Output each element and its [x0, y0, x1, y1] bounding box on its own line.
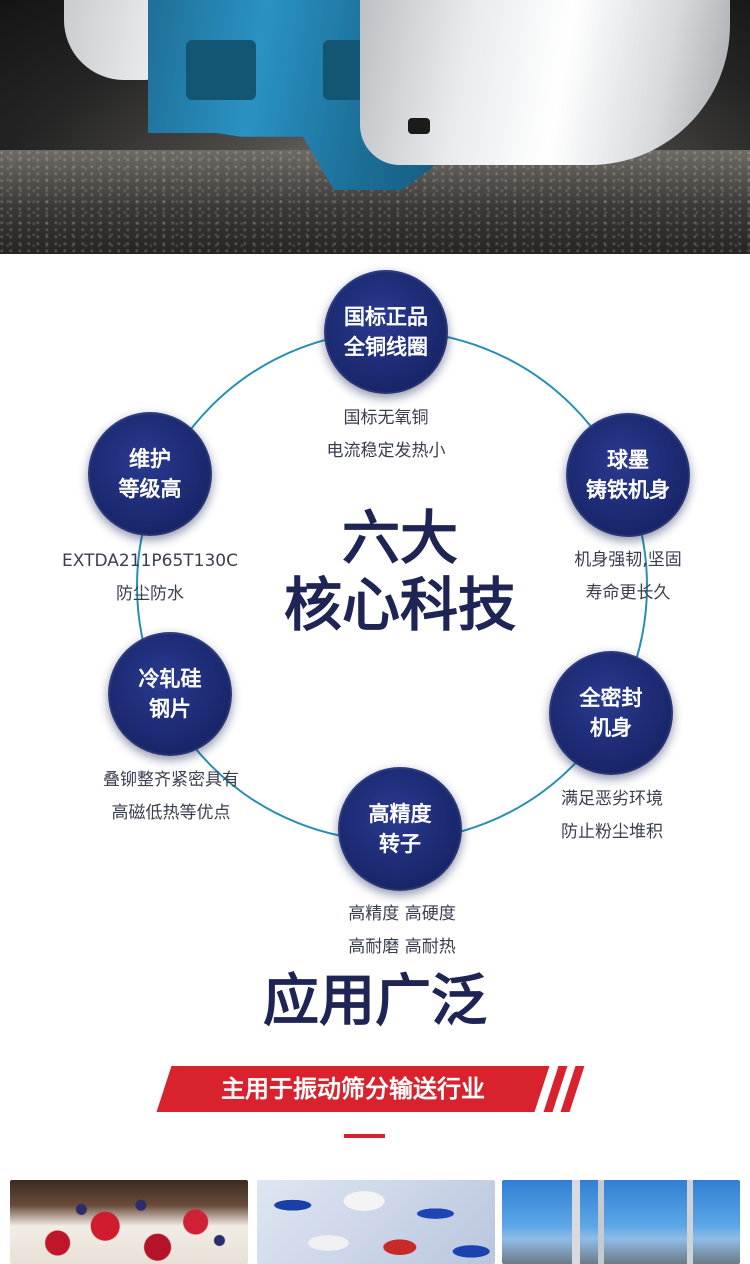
badge-line1: 冷轧硅 — [138, 667, 202, 691]
bolt — [408, 118, 430, 134]
feature-badge-ductile-iron: 球墨 铸铁机身 — [566, 413, 690, 537]
feature-desc-precision-rotor: 高精度 高硬度 高耐磨 高耐热 — [308, 898, 496, 964]
feature-badge-protection-level: 维护 等级高 — [88, 412, 212, 536]
feature-desc-sealed-body: 满足恶劣环境 防止粉尘堆积 — [522, 783, 702, 849]
desc-line1: EXTDA211P65T130C — [62, 551, 238, 571]
badge-line1: 球墨 — [607, 448, 649, 472]
core-tech-title-line2: 核心科技 — [283, 571, 516, 639]
desc-line1: 高精度 高硬度 — [348, 904, 456, 924]
desc-line2: 防尘防水 — [116, 584, 184, 604]
industry-banner-text: 主用于振动筛分输送行业 — [221, 1075, 485, 1103]
badge-line2: 铸铁机身 — [586, 478, 670, 502]
desc-line2: 电流稳定发热小 — [326, 441, 446, 461]
badge-line2: 机身 — [590, 716, 632, 740]
feature-badge-sealed-body: 全密封 机身 — [549, 651, 673, 775]
badge-line2: 转子 — [379, 832, 421, 856]
feature-desc-copper-coil: 国标无氧铜 电流稳定发热小 — [288, 402, 484, 468]
pharmaceutical-photo — [257, 1180, 495, 1264]
hero-product-photo — [0, 0, 750, 254]
motor-housing — [360, 0, 730, 165]
section-underline — [344, 1134, 385, 1138]
feature-desc-ductile-iron: 机身强韧,坚固 寿命更长久 — [540, 544, 716, 610]
desc-line1: 机身强韧,坚固 — [574, 550, 682, 570]
badge-line1: 高精度 — [368, 802, 432, 826]
badge-line2: 全铜线圈 — [344, 335, 428, 359]
badge-line1: 维护 — [129, 447, 171, 471]
applications-title: 应用广泛 — [263, 969, 487, 1034]
feature-desc-silicon-steel: 叠铆整齐紧密具有 高磁低热等优点 — [78, 764, 264, 830]
food-industry-photo — [10, 1180, 248, 1264]
feature-desc-protection-level: EXTDA211P65T130C 防尘防水 — [46, 545, 254, 611]
desc-line2: 防止粉尘堆积 — [561, 822, 663, 842]
desc-line1: 叠铆整齐紧密具有 — [103, 770, 239, 790]
badge-line2: 等级高 — [118, 477, 182, 501]
desc-line1: 国标无氧铜 — [343, 408, 429, 428]
chemical-plant-photo — [502, 1180, 740, 1264]
feature-badge-copper-coil: 国标正品 全铜线圈 — [324, 270, 448, 394]
core-tech-title: 六大 核心科技 — [260, 505, 540, 639]
desc-line1: 满足恶劣环境 — [561, 789, 663, 809]
core-tech-title-line1: 六大 — [341, 504, 458, 572]
feature-badge-precision-rotor: 高精度 转子 — [338, 767, 462, 891]
desc-line2: 寿命更长久 — [585, 583, 671, 603]
feature-badge-silicon-steel: 冷轧硅 钢片 — [108, 632, 232, 756]
badge-line1: 国标正品 — [344, 305, 428, 329]
desc-line2: 高耐磨 高耐热 — [348, 937, 456, 957]
badge-line2: 钢片 — [149, 697, 191, 721]
desc-line2: 高磁低热等优点 — [111, 803, 231, 823]
badge-line1: 全密封 — [579, 686, 643, 710]
